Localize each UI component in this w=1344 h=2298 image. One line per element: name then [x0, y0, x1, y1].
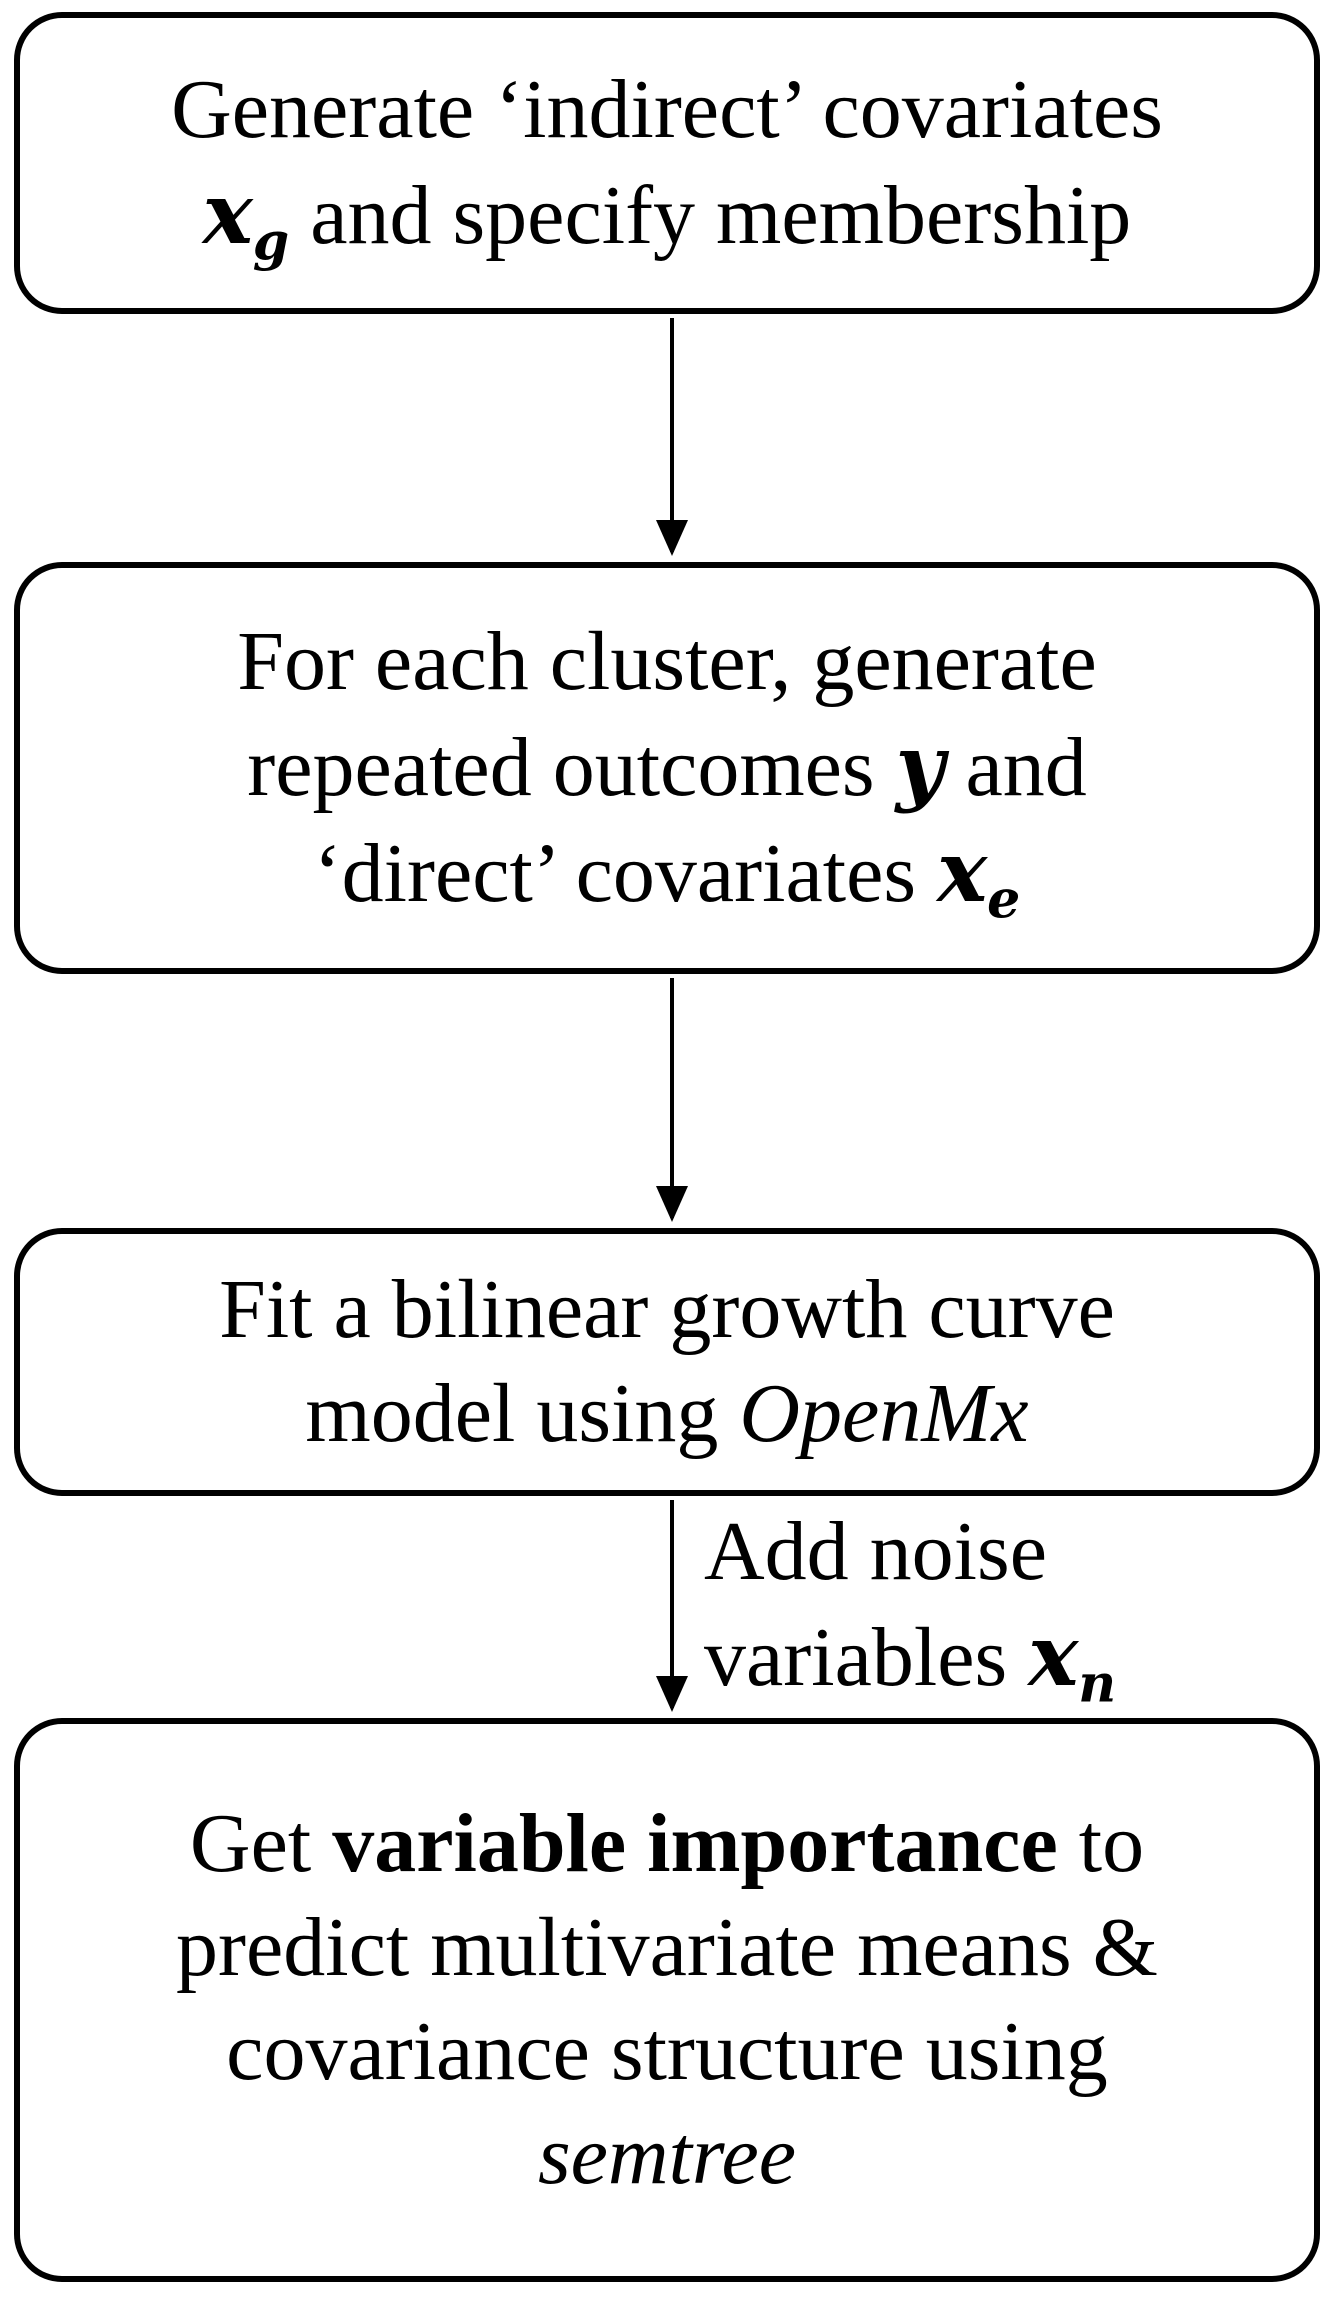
var-x-e: xe — [937, 822, 1021, 931]
node-generate-repeated-outcomes: For each cluster, generate repeated outc… — [14, 562, 1320, 974]
edge-label-line-1: Add noise — [704, 1505, 1047, 1598]
node-generate-indirect-covariates: Generate ‘indirect’ covariates xg and sp… — [14, 12, 1320, 314]
edge-label-line-2: variables xn — [704, 1606, 1117, 1715]
edge-label-add-noise: Add noise variables xn — [704, 1500, 1116, 1710]
node-variable-importance: Get variable importance to predict multi… — [14, 1718, 1320, 2282]
node-1-line-1: Generate ‘indirect’ covariates — [171, 63, 1163, 156]
node-4-line-3: covariance structure using — [226, 2005, 1108, 2098]
variable-importance-emphasis: variable importance — [332, 1797, 1058, 1890]
tool-semtree: semtree — [537, 2109, 797, 2202]
node-2-line-1: For each cluster, generate — [237, 615, 1097, 708]
var-y: y — [895, 716, 945, 815]
node-3-line-1: Fit a bilinear growth curve — [219, 1263, 1115, 1356]
node-2-line-3: ‘direct’ covariates xe — [313, 822, 1021, 931]
tool-openmx: OpenMx — [739, 1367, 1029, 1460]
var-x-n: xn — [1028, 1606, 1117, 1715]
var-x-g: xg — [202, 164, 290, 273]
node-2-line-2: repeated outcomes y and — [247, 716, 1087, 815]
node-4-line-1: Get variable importance to — [189, 1797, 1145, 1890]
node-3-line-2: model using OpenMx — [305, 1367, 1029, 1460]
node-fit-growth-curve-model: Fit a bilinear growth curve model using … — [14, 1228, 1320, 1496]
node-4-line-2: predict multivariate means & — [176, 1901, 1158, 1994]
node-1-line-2: xg and specify membership — [202, 164, 1132, 273]
